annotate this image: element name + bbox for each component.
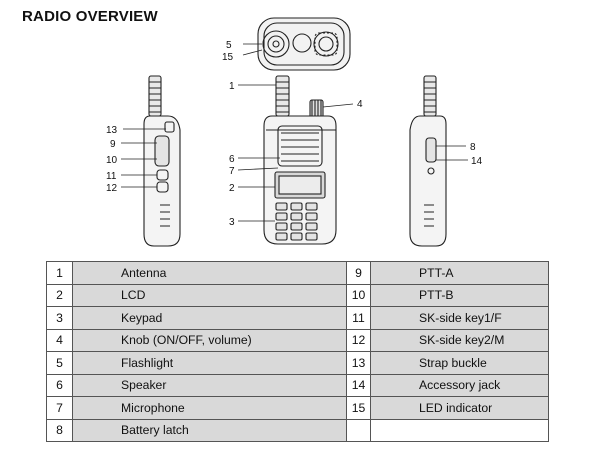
callout-labels: 5 15 1 4 6 7 2 3 13 9 10 11 12 8 14 [106, 40, 483, 228]
right-side-view-drawing [409, 75, 447, 247]
part-name: Knob (ON/OFF, volume) [72, 328, 347, 352]
part-name [370, 418, 549, 442]
part-name: Keypad [72, 306, 347, 330]
callout-6: 6 [229, 154, 235, 165]
callout-1: 1 [229, 81, 235, 92]
callout-8: 8 [470, 142, 476, 153]
callout-10: 10 [106, 155, 118, 166]
part-number: 3 [46, 306, 73, 330]
part-name: Flashlight [72, 351, 347, 375]
part-number: 12 [346, 328, 371, 352]
part-number: 14 [346, 373, 371, 397]
callout-11: 11 [106, 171, 117, 182]
part-number: 13 [346, 351, 371, 375]
part-number: 10 [346, 283, 371, 307]
callout-2: 2 [229, 183, 235, 194]
callout-12: 12 [106, 183, 118, 194]
radio-illustration: 5 15 1 4 6 7 2 3 13 9 10 11 12 8 14 [106, 17, 483, 247]
callout-9: 9 [110, 139, 116, 150]
page-title: RADIO OVERVIEW [22, 8, 158, 25]
part-number: 8 [46, 418, 73, 442]
part-number: 6 [46, 373, 73, 397]
callout-15: 15 [222, 52, 234, 63]
part-name: PTT-A [370, 261, 549, 285]
part-number: 4 [46, 328, 73, 352]
part-name: LED indicator [370, 396, 549, 420]
callout-13: 13 [106, 125, 118, 136]
part-number: 7 [46, 396, 73, 420]
part-name: SK-side key1/F [370, 306, 549, 330]
part-number: 11 [346, 306, 371, 330]
part-name: SK-side key2/M [370, 328, 549, 352]
part-number: 5 [46, 351, 73, 375]
part-number: 2 [46, 283, 73, 307]
part-name: Antenna [72, 261, 347, 285]
part-name: Strap buckle [370, 351, 549, 375]
callout-14: 14 [471, 156, 483, 167]
front-view-drawing [263, 75, 337, 245]
part-name: Accessory jack [370, 373, 549, 397]
leader-lines [121, 43, 468, 222]
callout-4: 4 [357, 99, 363, 110]
top-view-drawing [257, 17, 351, 71]
part-number: 9 [346, 261, 371, 285]
callout-5: 5 [226, 40, 232, 51]
part-name: Battery latch [72, 418, 347, 442]
part-number: 15 [346, 396, 371, 420]
left-side-view-drawing [143, 75, 181, 247]
part-name: LCD [72, 283, 347, 307]
part-number [346, 418, 371, 442]
part-number: 1 [46, 261, 73, 285]
part-name: Speaker [72, 373, 347, 397]
part-name: Microphone [72, 396, 347, 420]
part-name: PTT-B [370, 283, 549, 307]
callout-3: 3 [229, 217, 235, 228]
callout-7: 7 [229, 166, 235, 177]
